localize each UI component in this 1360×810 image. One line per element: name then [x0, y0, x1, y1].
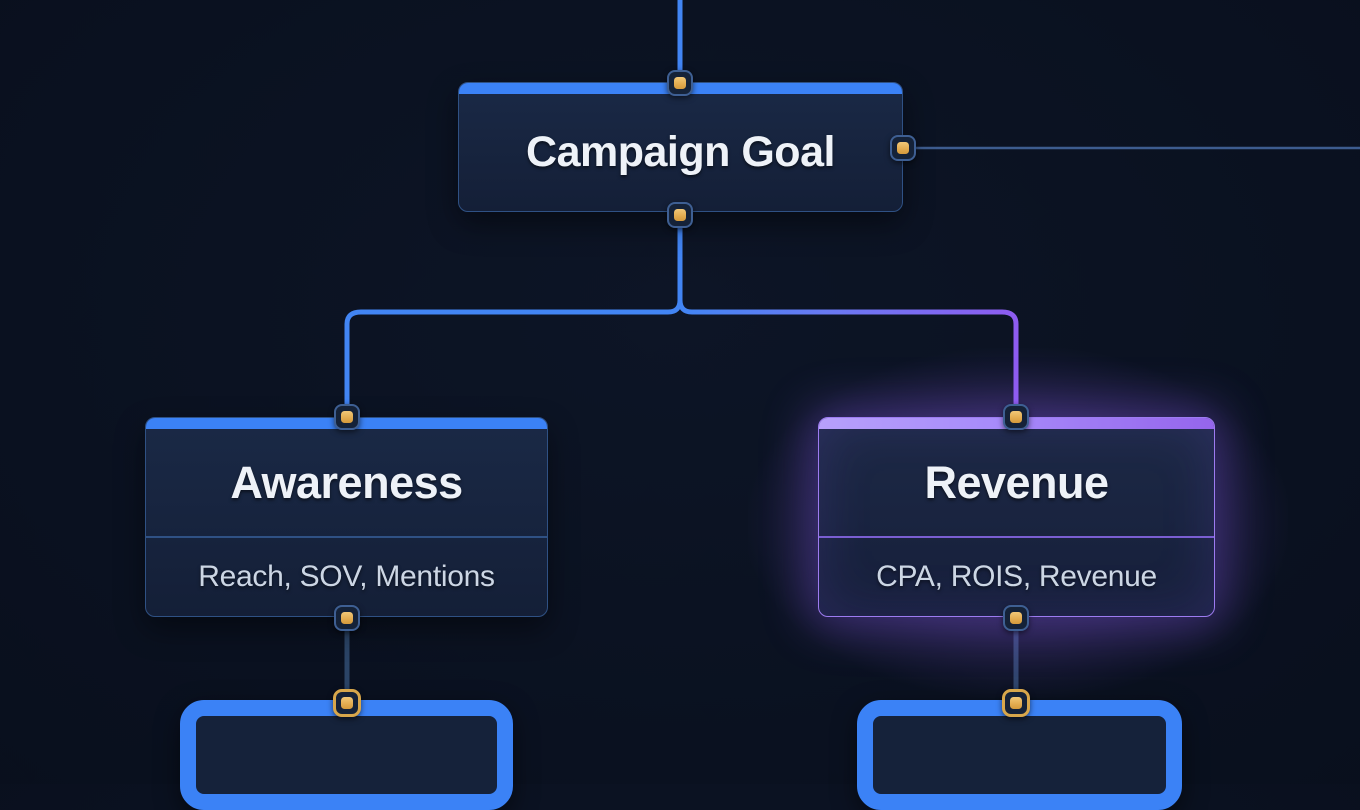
node-awareness[interactable]: Awareness Reach, SOV, Mentions	[145, 417, 548, 617]
handle-dot-icon	[674, 209, 686, 221]
node-title: Awareness	[230, 456, 463, 508]
handle-campaign-goal-top[interactable]	[667, 70, 693, 96]
node-metrics-label: Reach, SOV, Mentions	[198, 560, 495, 593]
edge-campaign-goal-to-awareness[interactable]	[344, 213, 683, 415]
handle-awareness-child-top[interactable]	[333, 689, 361, 717]
node-divider	[819, 536, 1214, 538]
handle-awareness-top[interactable]	[334, 404, 360, 430]
handle-revenue-child-top[interactable]	[1002, 689, 1030, 717]
node-divider	[146, 536, 547, 538]
handle-campaign-goal-bottom[interactable]	[667, 202, 693, 228]
handle-dot-icon	[1010, 697, 1022, 709]
node-revenue[interactable]: Revenue CPA, ROIS, Revenue	[818, 417, 1215, 617]
handle-dot-icon	[897, 142, 909, 154]
edge-campaign-goal-to-revenue[interactable]	[677, 213, 1019, 415]
node-campaign-goal[interactable]: Campaign Goal	[458, 82, 903, 212]
node-title: Revenue	[924, 456, 1109, 508]
handle-dot-icon	[341, 411, 353, 423]
node-title: Campaign Goal	[526, 128, 835, 176]
handle-revenue-top[interactable]	[1003, 404, 1029, 430]
handle-dot-icon	[1010, 612, 1022, 624]
handle-revenue-bottom[interactable]	[1003, 605, 1029, 631]
handle-dot-icon	[341, 697, 353, 709]
handle-dot-icon	[1010, 411, 1022, 423]
edge-layer	[344, 0, 1360, 700]
handle-dot-icon	[674, 77, 686, 89]
handle-campaign-goal-right[interactable]	[890, 135, 916, 161]
node-metrics-label: CPA, ROIS, Revenue	[876, 560, 1157, 593]
handle-dot-icon	[341, 612, 353, 624]
handle-awareness-bottom[interactable]	[334, 605, 360, 631]
